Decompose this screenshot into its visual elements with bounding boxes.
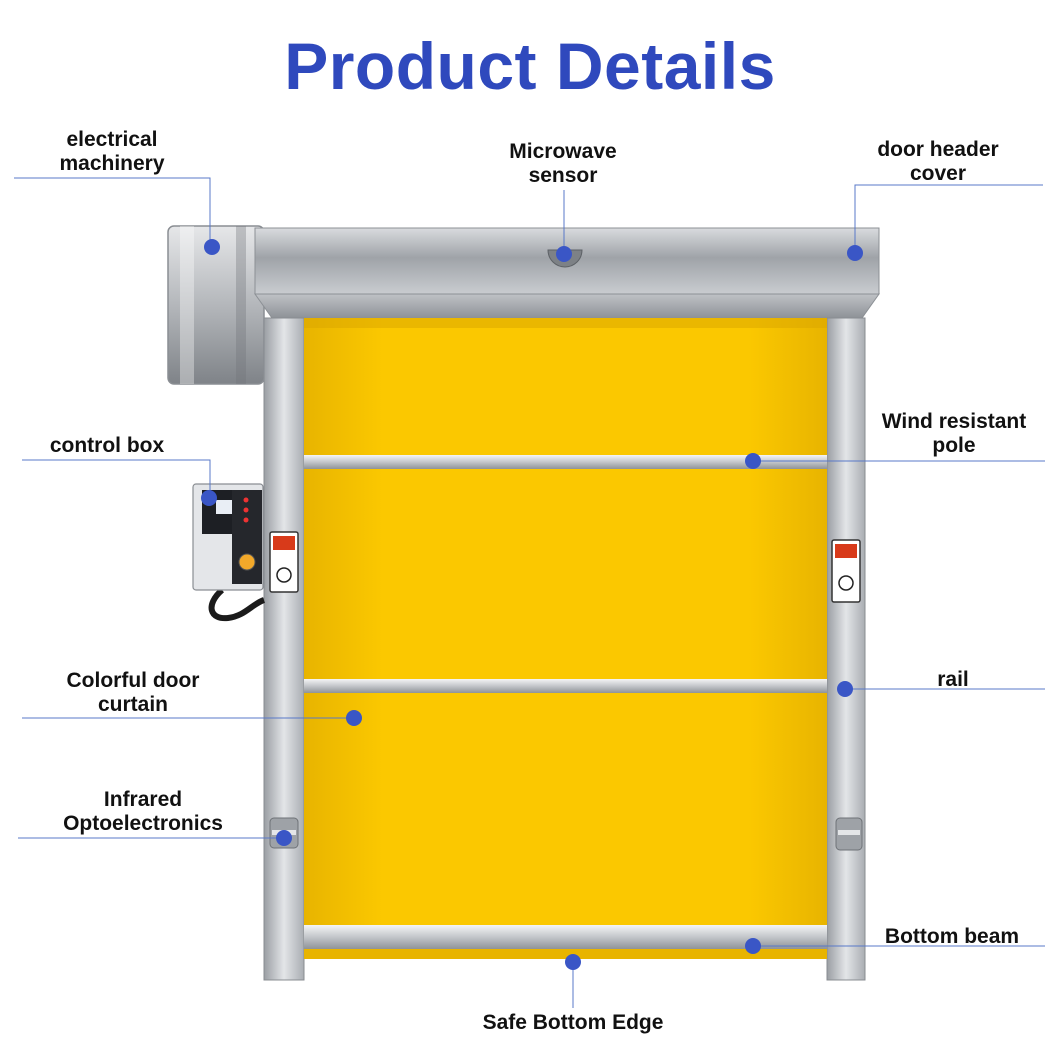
safe-bottom-edge [304, 949, 827, 959]
leader-lines [14, 177, 1045, 1008]
label-control-box: control box [49, 434, 165, 457]
control-box [192, 483, 266, 622]
callout-dot [745, 938, 761, 954]
bottom-beam [304, 925, 827, 949]
callout-dot [745, 453, 761, 469]
callout-dot [204, 239, 220, 255]
label-rail: rail [937, 668, 969, 691]
callout-dot [346, 710, 362, 726]
infrared-sensor-right [835, 817, 863, 851]
callout-dot [556, 246, 572, 262]
callout-dot [837, 681, 853, 697]
left-rail [263, 317, 305, 981]
door-header-cover [254, 227, 880, 319]
callout-dot [565, 954, 581, 970]
door-curtain [304, 318, 827, 959]
warning-label-right [831, 539, 861, 603]
label-safe-bottom-edge: Safe Bottom Edge [482, 1011, 664, 1034]
page-title: Product Details [284, 29, 776, 103]
wind-resistant-pole [304, 679, 827, 693]
wind-resistant-pole [304, 455, 827, 469]
callout-dot [847, 245, 863, 261]
callout-dots [201, 239, 863, 970]
warning-label-left [269, 531, 299, 593]
right-rail [826, 317, 866, 981]
callout-dot [276, 830, 292, 846]
label-bottom-beam: Bottom beam [884, 925, 1020, 948]
callout-dot [201, 490, 217, 506]
